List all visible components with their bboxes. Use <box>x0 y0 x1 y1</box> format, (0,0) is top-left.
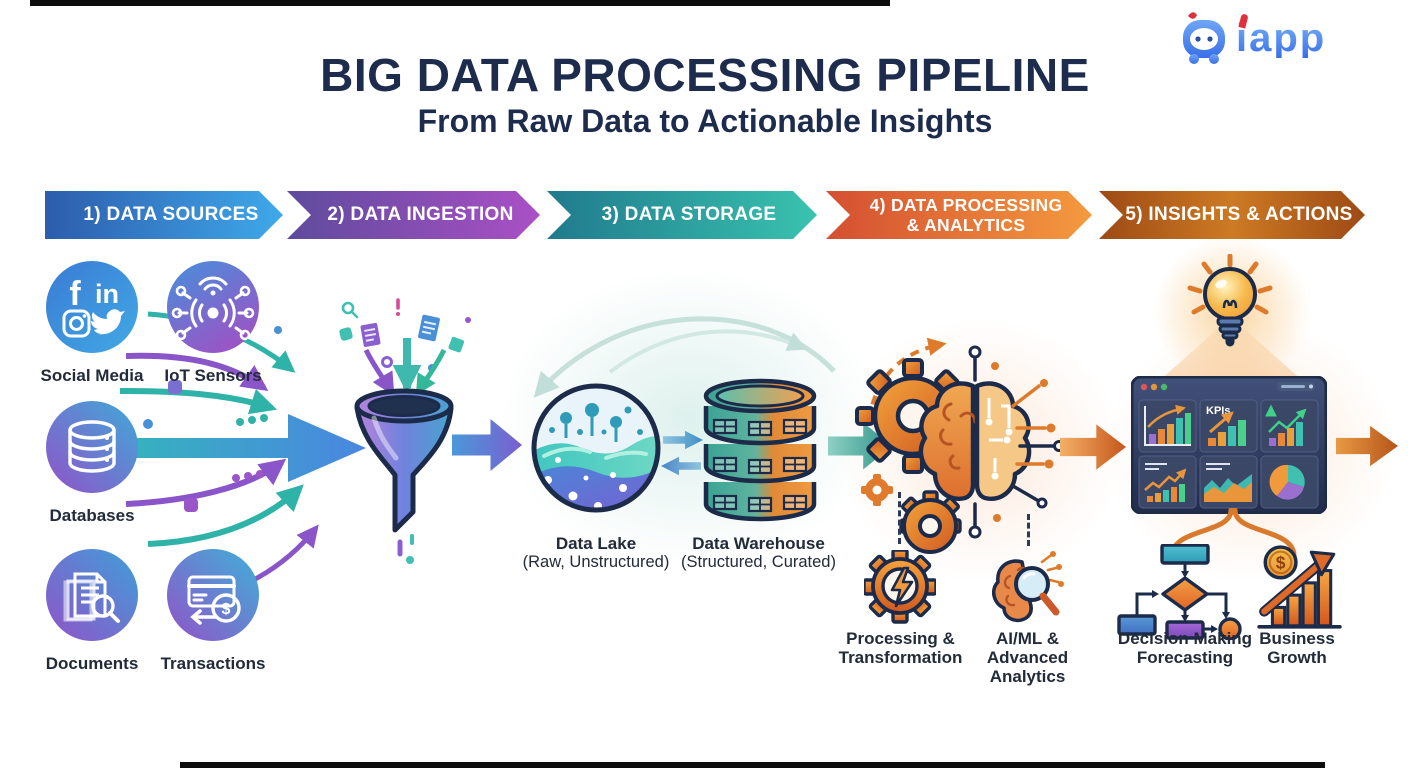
bulb-base <box>1216 316 1244 347</box>
data-warehouse-label-block: Data Warehouse (Structured, Curated) <box>656 534 861 572</box>
stage-label-line2: & ANALYTICS <box>906 215 1026 235</box>
bottom-edge-artifact <box>180 762 1325 768</box>
source-label: Transactions <box>160 654 266 673</box>
documents-icon <box>46 549 138 641</box>
bulb-rays <box>1187 254 1273 315</box>
brand-name: iapp <box>1236 16 1327 60</box>
stage-label: 2) DATA INGESTION <box>327 204 514 226</box>
robot-mascot-icon <box>1183 12 1225 64</box>
gear-medium <box>899 490 962 554</box>
source-item-documents: Documents <box>31 548 153 674</box>
stage-label: 1) DATA SOURCES <box>83 204 259 226</box>
stage-banner-data-sources: 1) DATA SOURCES <box>45 191 283 239</box>
browser-dots <box>1140 383 1168 391</box>
lightbulb-icon <box>1187 254 1273 347</box>
label-line1: AI/ML & <box>996 629 1059 648</box>
label-line2: Forecasting <box>1136 648 1234 668</box>
business-growth-label: Business Growth <box>1241 629 1353 667</box>
processing-transformation-label: Processing & Transformation <box>818 629 983 667</box>
stage-banner-data-storage: 3) DATA STORAGE <box>547 191 817 239</box>
brain-half-right <box>974 381 1032 502</box>
social-media-icon: f in <box>46 261 138 353</box>
source-item-databases: Databases <box>31 400 153 526</box>
source-label: IoT Sensors <box>164 366 262 385</box>
top-edge-artifact <box>30 0 890 6</box>
data-lake-label: Data Lake <box>555 534 637 553</box>
page-subtitle: From Raw Data to Actionable Insights <box>417 103 993 139</box>
stage-banner-insights-actions: 5) INSIGHTS & ACTIONS <box>1099 191 1365 239</box>
label-line2: Growth <box>1267 648 1327 668</box>
gears-brain-icon <box>855 337 1065 554</box>
data-warehouse-icon <box>703 378 817 522</box>
falling-data-bits <box>339 298 471 372</box>
dashboard-tiles: KPIs <box>1138 399 1319 509</box>
circuit-branches <box>968 345 1065 539</box>
decision-making-label: Decision Making Forecasting <box>1090 629 1280 667</box>
brain-magnifier-icon <box>992 551 1064 623</box>
label-line1: Processing & <box>846 629 955 648</box>
label-line1: Decision Making <box>1117 629 1253 648</box>
source-item-transactions: $ Transactions <box>152 548 274 674</box>
data-lake-icon <box>531 383 661 513</box>
data-warehouse-sublabel: (Structured, Curated) <box>681 553 836 572</box>
kpis-label: KPIs <box>1206 405 1230 417</box>
analytics-connector-dashed <box>1027 514 1030 546</box>
stage-label-line1: 4) DATA PROCESSING <box>869 194 1063 215</box>
source-label: Databases <box>49 506 135 525</box>
source-label: Documents <box>45 654 139 673</box>
dollar-glyph: $ <box>222 601 231 618</box>
source-label: Social Media <box>40 366 144 385</box>
iot-sensors-icon <box>167 261 259 353</box>
dollar-glyph: $ <box>1276 553 1286 573</box>
source-item-social-media: f in Social Media <box>31 260 153 386</box>
gear-small <box>861 474 893 506</box>
funnel-icon <box>339 298 471 564</box>
growth-chart-icon: $ <box>1257 545 1342 629</box>
database-icon <box>46 401 138 493</box>
linkedin-icon: in <box>95 279 119 309</box>
transactions-icon: $ <box>167 549 259 641</box>
label-line2: Transformation <box>838 648 963 668</box>
storage-cycle-arrows-icon <box>533 316 836 398</box>
label-line2: Advanced <box>986 648 1069 668</box>
brand-logo: iapp <box>1178 12 1326 64</box>
dashboard-icon: KPIs <box>1131 376 1327 514</box>
stage-banner-data-processing: 4) DATA PROCESSING & ANALYTICS <box>826 191 1092 239</box>
data-warehouse-label: Data Warehouse <box>692 534 825 553</box>
label-line3: Analytics <box>989 667 1066 687</box>
twitter-icon <box>91 309 125 335</box>
processing-connector-dashed <box>898 492 901 544</box>
flowchart-icon <box>1117 544 1242 640</box>
stage-banner-data-ingestion: 2) DATA INGESTION <box>287 191 540 239</box>
gear-lightning-icon <box>864 550 936 624</box>
data-lake-sublabel: (Raw, Unstructured) <box>522 553 670 572</box>
instagram-icon <box>62 309 91 338</box>
stage-label: 5) INSIGHTS & ACTIONS <box>1125 204 1353 226</box>
page-title: BIG DATA PROCESSING PIPELINE <box>320 49 1090 101</box>
data-lake-label-block: Data Lake (Raw, Unstructured) <box>506 534 686 572</box>
stage-label: 3) DATA STORAGE <box>601 204 777 226</box>
facebook-icon: f <box>69 275 81 313</box>
brain-half-left <box>918 381 977 502</box>
source-item-iot-sensors: IoT Sensors <box>152 260 274 386</box>
label-line1: Business <box>1259 629 1335 648</box>
aiml-analytics-label: AI/ML & Advanced Analytics <box>950 629 1105 686</box>
